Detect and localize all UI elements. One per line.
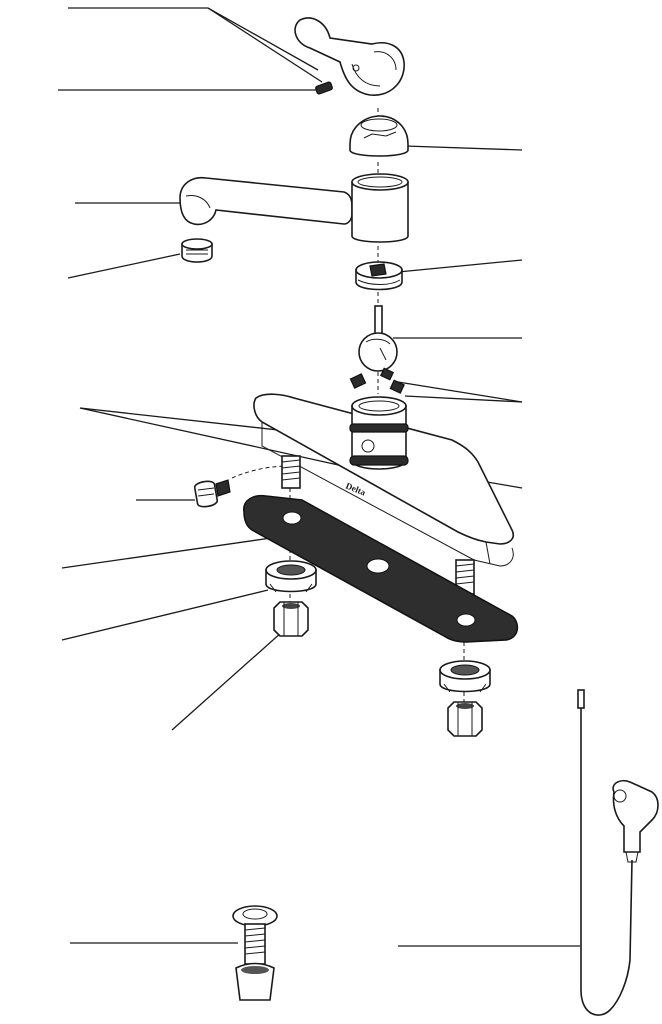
spout-part bbox=[179, 176, 353, 226]
leader-handle bbox=[68, 7, 319, 71]
left-shank-part bbox=[281, 455, 301, 489]
leader-o-ring-2 bbox=[79, 407, 353, 469]
handle-set-screw-part bbox=[315, 81, 333, 95]
handle-part bbox=[294, 17, 405, 96]
aerator-part bbox=[181, 238, 213, 263]
spray-support-part bbox=[232, 905, 278, 1001]
spout-sleeve-part bbox=[351, 173, 409, 243]
leader-aerator bbox=[67, 253, 181, 279]
brand-mark: Delta bbox=[344, 481, 367, 498]
leader-seat-spring-1 bbox=[397, 381, 523, 403]
bottom-gasket-part bbox=[243, 494, 519, 643]
leader-cap bbox=[404, 145, 523, 151]
body-cartridge-part bbox=[349, 396, 409, 470]
leader-gasket bbox=[61, 536, 279, 569]
leader-washer bbox=[61, 589, 269, 641]
seats-and-springs-part bbox=[349, 367, 405, 394]
right-mounting-nut-part bbox=[447, 701, 483, 737]
left-mounting-nut-part bbox=[273, 601, 309, 637]
ball-assembly-part bbox=[358, 305, 398, 372]
leader-adjusting-ring bbox=[397, 259, 523, 273]
cap-part bbox=[349, 115, 409, 157]
left-mounting-washer-part bbox=[265, 560, 317, 593]
right-mounting-washer-part bbox=[439, 660, 491, 693]
leader-nut bbox=[171, 631, 283, 731]
leader-seat-spring-2 bbox=[404, 395, 523, 403]
sprayer-head-part bbox=[612, 779, 659, 863]
adjusting-ring-part bbox=[355, 261, 403, 291]
spray-hose-part bbox=[577, 689, 633, 1016]
diverter-bushing-part bbox=[193, 479, 231, 508]
leader-handle-screw bbox=[207, 7, 323, 83]
